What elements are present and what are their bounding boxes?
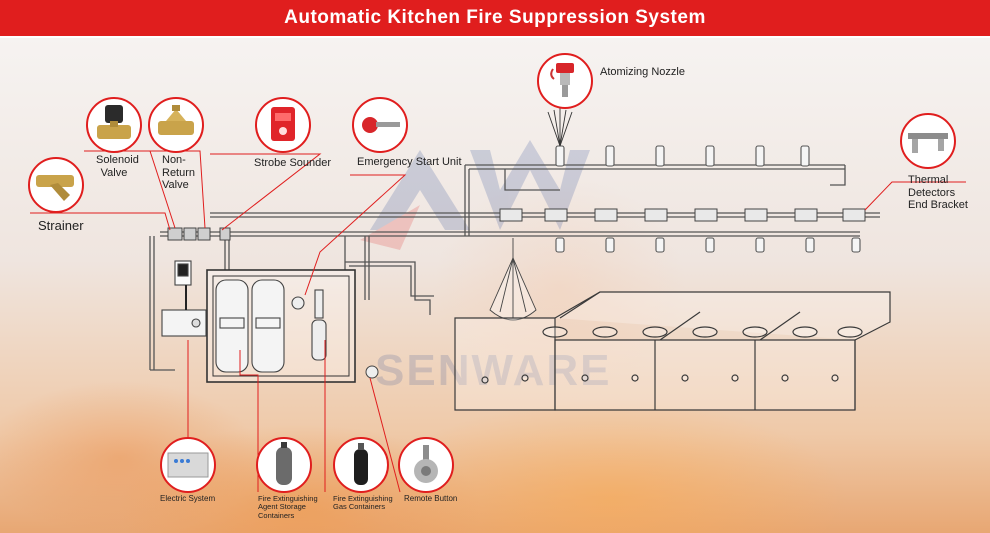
- valve-fittings: [167, 227, 231, 241]
- agent-cylinders: [215, 279, 285, 373]
- gas-cylinder-valves: [291, 289, 327, 361]
- emergency-start-unit-label: Emergency Start Unit: [357, 156, 462, 168]
- strainer-label: Strainer: [38, 218, 84, 233]
- agent-containers-label: Fire Extinguishing Agent Storage Contain…: [258, 494, 318, 520]
- solenoid-valve-icon: [86, 97, 142, 153]
- strobe-sounder-icon: [255, 97, 311, 153]
- agent-containers-icon: [256, 437, 312, 493]
- cooking-range: [454, 291, 891, 411]
- atomizing-nozzle-label: Atomizing Nozzle: [600, 66, 685, 78]
- non-return-valve-label: Non-Return Valve: [162, 154, 196, 192]
- title-banner: Automatic Kitchen Fire Suppression Syste…: [0, 0, 990, 38]
- electric-system-icon: [160, 437, 216, 493]
- thermal-detectors: [499, 208, 866, 222]
- page-title: Automatic Kitchen Fire Suppression Syste…: [284, 7, 706, 28]
- gas-containers-icon: [333, 437, 389, 493]
- solenoid-valve-label: Solenoid Valve: [96, 154, 139, 179]
- emergency-start-unit-icon: [352, 97, 408, 153]
- atomizing-nozzle-icon: [537, 53, 593, 109]
- callout-lines: [30, 150, 966, 493]
- hood-cone: [489, 238, 537, 321]
- lower-nozzles: [555, 237, 861, 253]
- electric-panel: [161, 260, 207, 337]
- thermal-detectors-label: Thermal Detectors End Bracket: [908, 174, 968, 212]
- remote-button-fitting: [365, 365, 379, 379]
- upper-nozzles: [555, 145, 810, 167]
- strobe-sounder-label: Strobe Sounder: [254, 157, 332, 169]
- watermark-text: SENWARE: [375, 346, 611, 395]
- strainer-icon: [28, 157, 84, 213]
- gas-containers-label: Fire Extinguishing Gas Containers: [333, 494, 393, 512]
- electric-system-label: Electric System: [160, 494, 216, 503]
- remote-button-label: Remote Button: [404, 494, 458, 503]
- nozzle-spray: [547, 108, 573, 147]
- watermark-logo: [360, 140, 590, 250]
- remote-button-icon: [398, 437, 454, 493]
- non-return-valve-icon: [148, 97, 204, 153]
- thermal-detectors-icon: [900, 113, 956, 169]
